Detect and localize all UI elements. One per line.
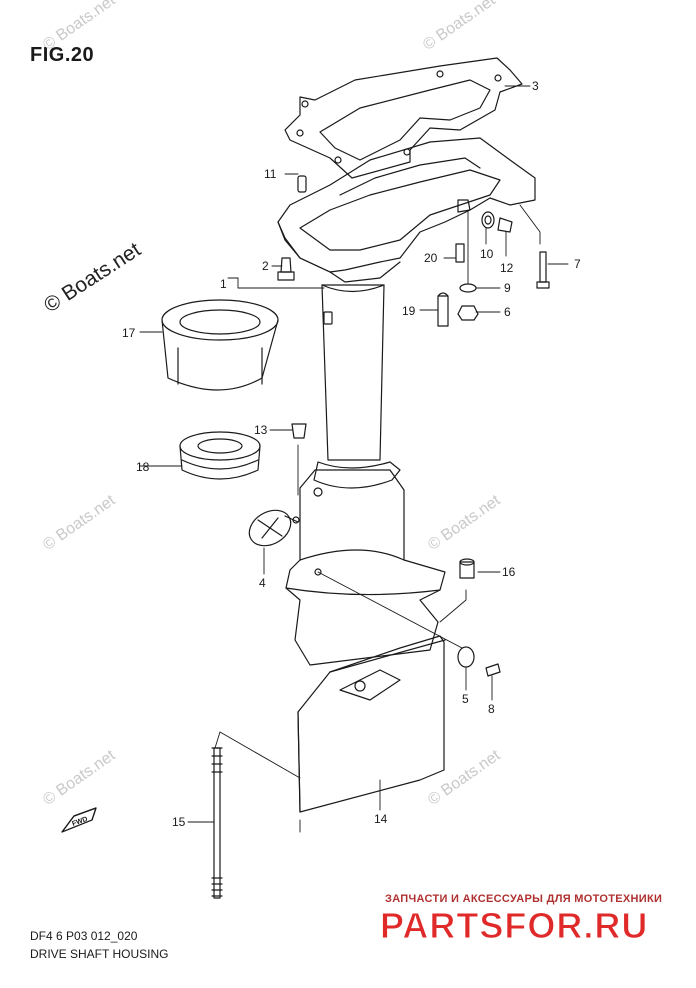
dowel-11 <box>297 175 307 193</box>
callout-labels: 3 11 1 2 17 18 13 4 16 5 8 14 15 19 20 9… <box>71 79 581 829</box>
brand-tagline: ЗАПЧАСТИ И АКСЕССУАРЫ ДЛЯ МОТОТЕХНИКИ <box>385 893 663 905</box>
part-mount-18 <box>179 431 261 480</box>
callout-10: 10 <box>480 247 494 261</box>
part-housing-tube <box>313 284 401 489</box>
diagram-code: DF4 6 P03 012_020 <box>30 929 138 943</box>
fwd-arrow-icon <box>61 807 97 833</box>
callout-3: 3 <box>532 79 539 93</box>
callout-20: 20 <box>424 251 438 265</box>
part-lower-hardware <box>457 558 501 677</box>
part-cover-4 <box>248 509 300 547</box>
part-upper-flange <box>277 137 536 283</box>
callout-14: 14 <box>374 812 388 826</box>
callout-8: 8 <box>488 702 495 716</box>
part-stud-15 <box>211 747 223 899</box>
callout-2: 2 <box>262 259 269 273</box>
callout-7: 7 <box>574 257 581 271</box>
part-mount-17 <box>161 299 279 391</box>
callout-5: 5 <box>462 692 469 706</box>
callout-11: 11 <box>264 167 277 181</box>
callout-18: 18 <box>136 460 150 474</box>
callout-16: 16 <box>502 565 516 579</box>
part-gasket-3 <box>284 57 523 179</box>
part-lower-cover-14 <box>297 635 446 813</box>
callout-19: 19 <box>402 304 416 318</box>
part-small-hardware <box>437 199 550 327</box>
callout-12: 12 <box>500 261 514 275</box>
figure-title: FIG.20 <box>30 44 95 66</box>
callout-9: 9 <box>504 281 511 295</box>
brand-logo-text: PARTSFOR.RU <box>379 905 649 947</box>
callout-17: 17 <box>122 326 136 340</box>
leader-lines <box>139 85 569 833</box>
part-fittings <box>277 257 307 439</box>
part-housing-body <box>285 469 446 666</box>
callout-6: 6 <box>504 305 511 319</box>
diagram-caption: DRIVE SHAFT HOUSING <box>30 947 169 961</box>
callout-13: 13 <box>254 423 268 437</box>
callout-15: 15 <box>172 815 186 829</box>
callout-4: 4 <box>259 576 266 590</box>
callout-1: 1 <box>220 277 227 291</box>
